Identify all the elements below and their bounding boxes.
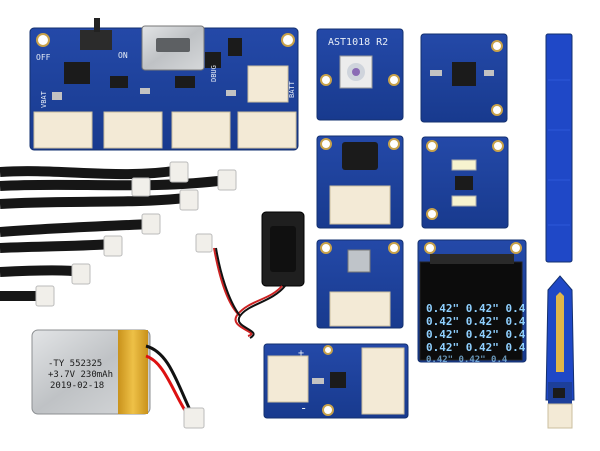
lipo-battery: -TY 552325 +3.7V 230mAh 2019-02-18 [31,329,205,429]
connector [237,111,297,149]
on-label: ON [118,51,128,60]
connector [33,111,93,149]
speaker-plug [195,233,213,253]
cable-plug [179,189,199,211]
oled-row-2: 0.42" 0.42" 0.4 [426,315,526,328]
vbat-label: VBAT [40,90,48,108]
plus-label: + [298,348,304,359]
sensor-chip [347,249,371,273]
off-label: OFF [36,53,51,62]
white-led [451,159,477,171]
cable-plug [131,177,151,197]
oled-row-4: 0.42" 0.42" 0.4 [426,341,526,354]
cable-plug [141,213,161,235]
cable-plug [103,235,123,257]
charger-board: + - [263,343,409,419]
minus-label: - [300,401,307,415]
connector [267,355,309,403]
mount-hole [281,33,295,47]
touch-strip [545,33,573,263]
batt-connector [247,65,289,103]
connector [329,291,391,327]
oled-display [419,261,523,361]
chip [64,62,90,84]
led-board-title: AST1018 R2 [328,37,388,48]
main-board: OFF ON VBAT BATT DBUG [29,18,299,151]
connector [171,111,231,149]
battery-line-2: +3.7V 230mAh [48,370,113,380]
sensor [342,142,378,170]
dual-led-board [421,136,509,229]
oled-row-3: 0.42" 0.42" 0.4 [426,328,526,341]
led-board: AST1018 R2 [316,28,404,121]
power-switch [80,30,112,50]
mount-hole [36,33,50,47]
moisture-probe [545,275,575,429]
oled-board: 0.42" 0.42" 0.4 0.42" 0.42" 0.4 0.42" 0.… [417,239,527,365]
ambient-sensor-board [316,239,404,329]
oled-row-1: 0.42" 0.42" 0.4 [426,302,526,315]
white-led [451,195,477,207]
oled-row-5: 0.42" 0.42" 0.4 [426,355,508,365]
battery-line-1: -TY 552325 [48,359,102,369]
cable-plug [169,161,189,183]
cable-plug [35,285,55,307]
pressure-sensor-board [316,135,404,229]
cables [0,161,237,307]
cable-plug [71,263,91,285]
connector [361,347,405,415]
chip [452,62,476,86]
sensor-board-top-right [420,33,508,123]
connector [103,111,163,149]
cable-plug [217,169,237,191]
battery-plug [183,407,205,429]
battery-line-3: 2019-02-18 [50,381,104,391]
batt-label: BATT [288,80,296,98]
debug-label: DBUG [210,65,218,82]
connector [329,185,391,225]
speaker [195,211,305,339]
